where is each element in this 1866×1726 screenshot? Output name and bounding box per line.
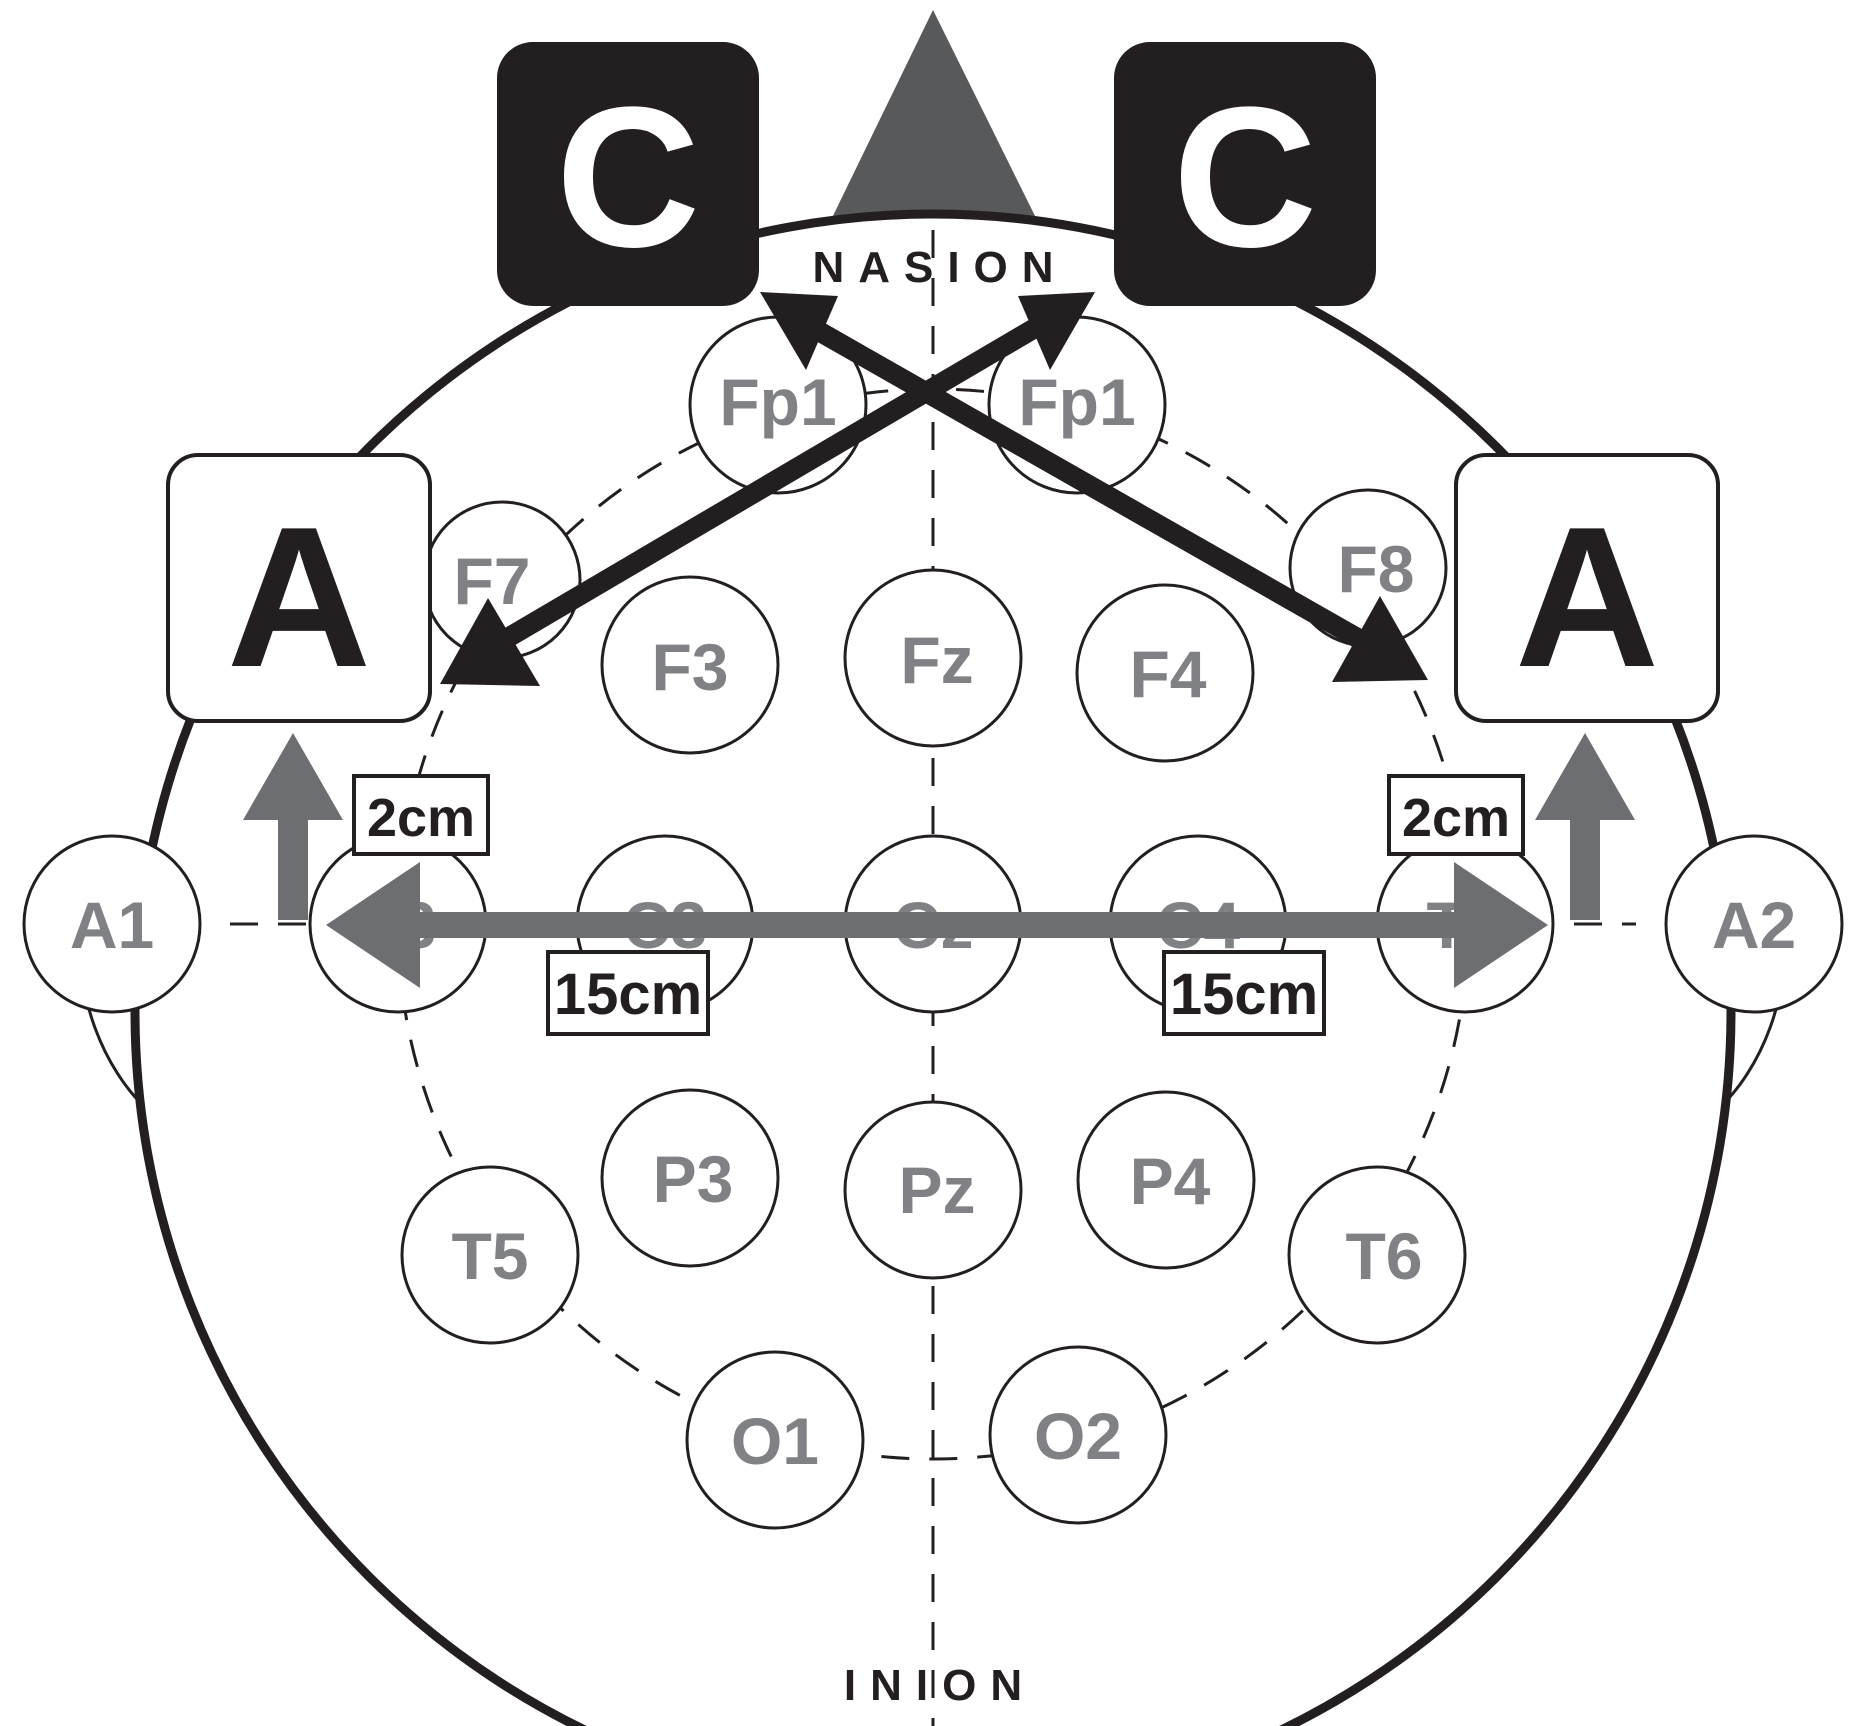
svg-text:Pz: Pz [898, 1153, 975, 1227]
svg-text:A1: A1 [70, 888, 154, 962]
svg-text:15cm: 15cm [1170, 962, 1318, 1027]
electrode-o1: O1 [685, 1350, 865, 1530]
svg-text:O1: O1 [731, 1404, 819, 1478]
electrode-a1: A1 [22, 834, 202, 1014]
electrode-a2: A2 [1664, 834, 1844, 1014]
inion-label: INION [844, 1661, 1036, 1710]
svg-text:F3: F3 [651, 630, 728, 704]
svg-text:Fp1: Fp1 [719, 365, 836, 439]
svg-text:P3: P3 [653, 1142, 734, 1216]
measure-span-left: 15cm [546, 950, 710, 1036]
electrode-t5: T5 [400, 1165, 580, 1345]
left-offset-arrow [243, 733, 343, 920]
svg-text:2cm: 2cm [1402, 788, 1510, 848]
right-offset-arrow [1535, 733, 1635, 920]
diagonal-arrow-right-to-left [440, 292, 1095, 686]
svg-text:C: C [556, 66, 700, 289]
svg-text:A2: A2 [1712, 888, 1796, 962]
svg-text:F8: F8 [1337, 532, 1414, 606]
nose-marker [830, 10, 1038, 222]
measure-offset-right: 2cm [1387, 774, 1525, 856]
electrode-fz: Fz [843, 568, 1023, 748]
anode-box-right: A [1454, 453, 1720, 723]
svg-text:O2: O2 [1034, 1399, 1122, 1473]
svg-text:T6: T6 [1345, 1219, 1422, 1293]
anode-box-left: A [166, 453, 432, 723]
svg-text:P4: P4 [1130, 1144, 1211, 1218]
electrode-p4: P4 [1076, 1090, 1256, 1270]
electrode-f3: F3 [600, 575, 780, 755]
cathode-box-right: C [1114, 42, 1376, 306]
diagonal-arrow-left-to-right [760, 292, 1428, 682]
electrode-o2: O2 [988, 1345, 1168, 1525]
svg-text:T5: T5 [451, 1219, 528, 1293]
cathode-box-left: C [497, 42, 759, 306]
measure-span-right: 15cm [1162, 950, 1326, 1036]
svg-text:2cm: 2cm [367, 788, 475, 848]
nasion-label: NASION [812, 243, 1067, 292]
svg-text:15cm: 15cm [554, 962, 702, 1027]
measure-offset-left: 2cm [352, 774, 490, 856]
electrode-p3: P3 [600, 1088, 780, 1268]
horizontal-span-arrow [326, 862, 1548, 988]
electrode-pz: Pz [843, 1100, 1023, 1280]
svg-text:Fz: Fz [900, 623, 973, 697]
electrode-t6: T6 [1287, 1165, 1467, 1345]
svg-text:A: A [227, 486, 371, 709]
svg-text:A: A [1515, 486, 1659, 709]
electrode-f8: F8 [1288, 488, 1448, 648]
svg-text:Fp1: Fp1 [1018, 365, 1135, 439]
electrode-f4: F4 [1075, 583, 1255, 763]
svg-text:C: C [1173, 66, 1317, 289]
svg-text:F4: F4 [1129, 637, 1206, 711]
